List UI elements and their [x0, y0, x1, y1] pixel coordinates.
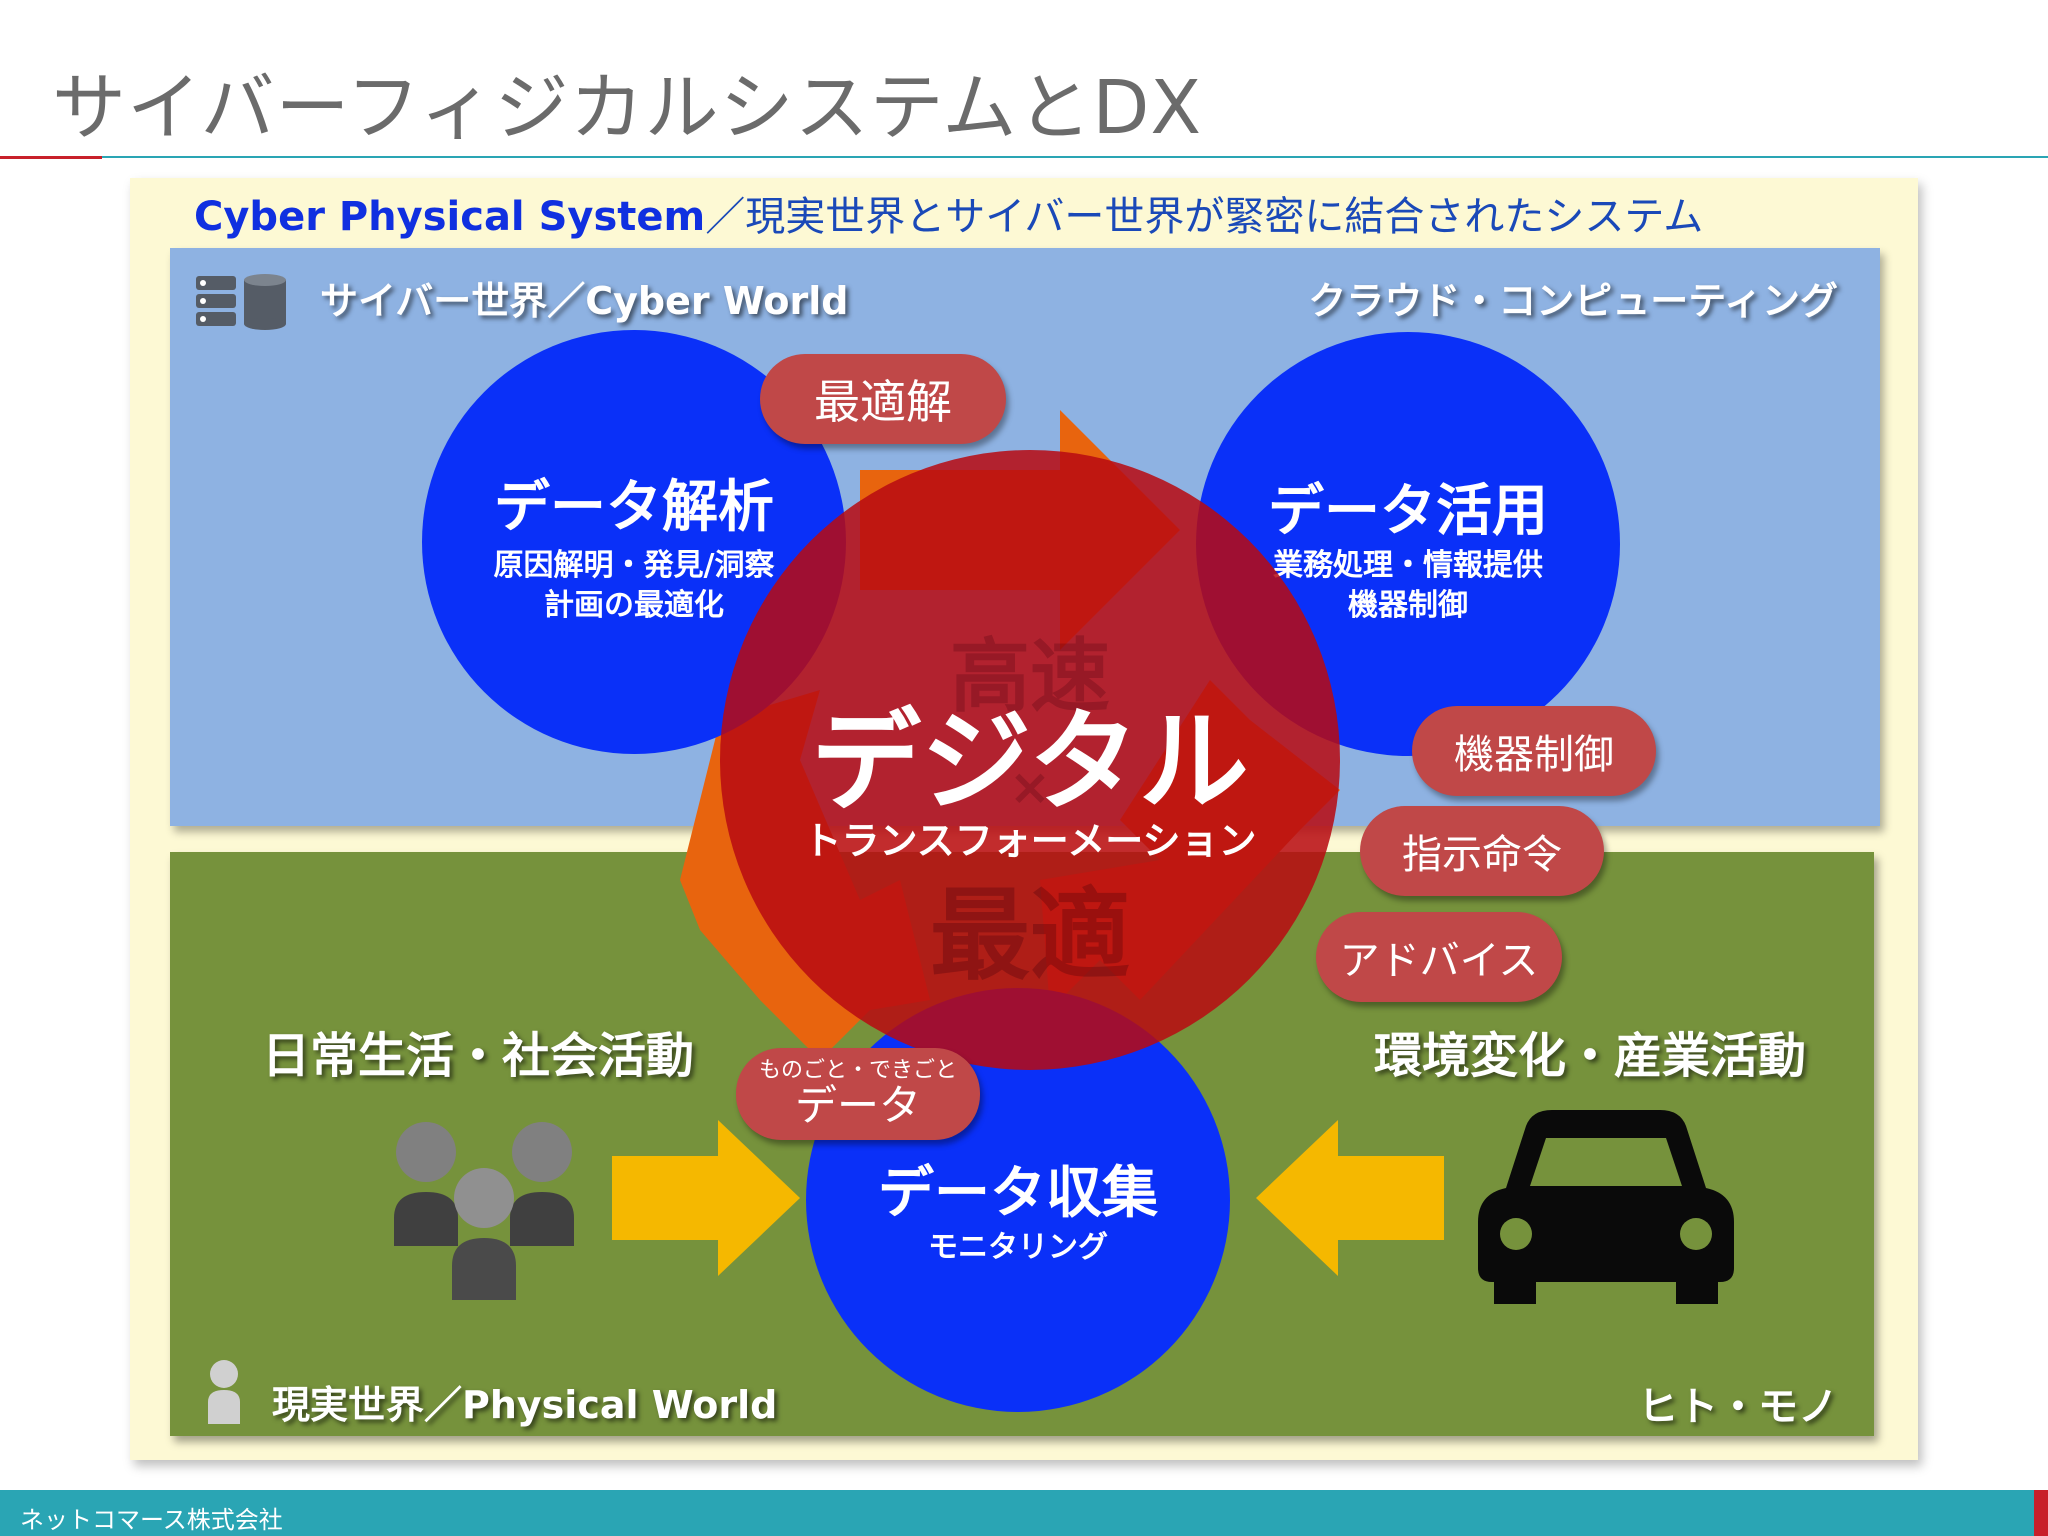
data-utilization-line2: 機器制御	[1348, 588, 1468, 623]
footer-bar	[0, 1490, 2048, 1536]
transformation-subtitle: トランスフォーメーション	[803, 819, 1257, 863]
footer-company: ネットコマース株式会社	[20, 1506, 283, 1534]
data-collection-subtitle: モニタリング	[928, 1230, 1108, 1265]
server-database-icon	[196, 274, 286, 330]
data-utilization-line1: 業務処理・情報提供	[1273, 548, 1543, 583]
data-utilization-title: データ活用	[1268, 479, 1548, 544]
pill-data-label: データ	[794, 1081, 921, 1130]
pill-data-caption: ものごと・できごと	[758, 1057, 957, 1083]
footer-accent	[2034, 1490, 2048, 1536]
physical-world-label: 現実世界／Physical World	[272, 1383, 778, 1427]
watermark-high-speed: 高速	[950, 630, 1110, 723]
watermark-times: ×	[1009, 758, 1051, 816]
person-icon	[208, 1360, 240, 1424]
frame-title-description: ／現実世界とサイバー世界が緊密に結合されたシステム	[705, 194, 1704, 240]
pill-data: ものごと・できごと データ	[736, 1048, 980, 1140]
cyber-world-label: サイバー世界／Cyber World	[320, 279, 849, 323]
digital-transformation-circle	[720, 450, 1340, 1070]
data-analysis-line2: 計画の最適化	[544, 588, 724, 623]
yellow-arrow-right-input	[1256, 1120, 1444, 1276]
data-collection-title: データ収集	[878, 1161, 1158, 1226]
yellow-arrow-left-input	[612, 1120, 800, 1276]
cloud-computing-label: クラウド・コンピューティング	[1308, 279, 1838, 323]
digital-title: デジタル	[811, 698, 1249, 826]
slide-title: サイバーフィジカルシステムとDX	[52, 65, 1203, 151]
watermark-optimal: 最適	[930, 877, 1130, 994]
data-analysis-title: データ解析	[494, 475, 774, 540]
people-things-label: ヒト・モノ	[1638, 1384, 1838, 1430]
people-group-icon	[394, 1122, 574, 1300]
pill-optimal-solution: 最適解	[760, 354, 1006, 444]
frame-title: Cyber Physical System／現実世界とサイバー世界が緊密に結合さ…	[194, 184, 1703, 242]
pill-advice: アドバイス	[1316, 912, 1562, 1002]
daily-life-label: 日常生活・社会活動	[262, 1028, 695, 1084]
environment-industry-label: 環境変化・産業活動	[1374, 1028, 1807, 1084]
data-analysis-line1: 原因解明・発見/洞察	[493, 548, 775, 583]
title-rule-accent	[0, 156, 102, 159]
pill-instructions: 指示命令	[1360, 806, 1604, 896]
pill-device-control: 機器制御	[1412, 706, 1656, 796]
frame-title-emphasis: Cyber Physical System	[194, 194, 706, 240]
title-rule	[102, 156, 2048, 158]
car-icon	[1478, 1110, 1734, 1304]
